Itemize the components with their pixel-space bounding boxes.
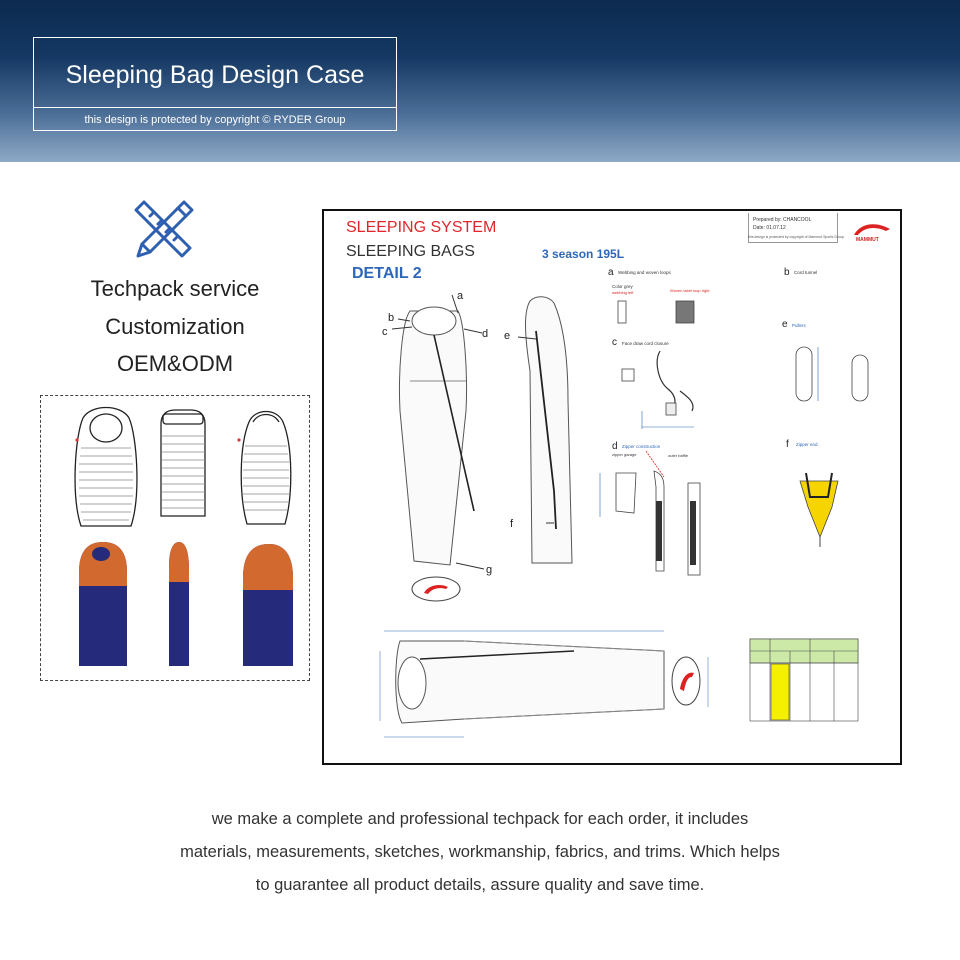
svg-text:Webbing and woven loops: Webbing and woven loops	[618, 270, 671, 275]
svg-text:a: a	[608, 267, 614, 278]
techpack-meta-box: Prepared by: CHANCOOL Date: 01.07.12	[748, 213, 838, 243]
callout-b: b	[388, 312, 394, 324]
title-box: Sleeping Bag Design Case this design is …	[33, 37, 397, 131]
service-customization: Customization	[105, 314, 245, 339]
section-a: a Webbing and woven loops Color grey web…	[608, 267, 710, 324]
bag-flat-layout	[379, 630, 709, 738]
bag-sketch-back	[237, 410, 292, 525]
ruler-pencil-icon	[134, 200, 194, 258]
bag-colored-back	[243, 544, 293, 666]
svg-text:Cord tunnel: Cord tunnel	[794, 270, 817, 275]
svg-text:Zipper end: Zipper end	[796, 442, 818, 447]
svg-text:Zipper construction: Zipper construction	[622, 444, 661, 449]
svg-text:Color grey: Color grey	[612, 284, 634, 289]
callout-e: e	[504, 330, 510, 342]
description-block: we make a complete and professional tech…	[80, 803, 880, 902]
svg-text:Face draw cord closure: Face draw cord closure	[622, 341, 669, 346]
brand-logo-text: MAMMUT	[856, 237, 879, 243]
callout-f: f	[510, 518, 514, 530]
bag-colored-front	[79, 542, 127, 666]
bag-end-view	[671, 656, 701, 706]
section-e: e Pullers	[782, 319, 869, 402]
bag-logo-tag	[411, 576, 461, 602]
svg-text:Woven label loop right: Woven label loop right	[670, 288, 710, 293]
section-c: c Face draw cord closure	[612, 337, 694, 429]
description-line-2: materials, measurements, sketches, workm…	[180, 843, 780, 861]
svg-text:outer baffle: outer baffle	[668, 453, 689, 458]
section-d: d Zipper construction zipper garage oute…	[599, 441, 701, 576]
bag-front-view	[391, 294, 485, 570]
service-techpack: Techpack service	[90, 276, 260, 301]
techpack-heading-bags: SLEEPING BAGS	[346, 243, 475, 260]
techpack-copyright: this design is protected by copyright of…	[748, 235, 844, 239]
techpack-drawings: a b c d e f g a Webbing and woven loops …	[379, 267, 869, 738]
description-line-3: to guarantee all product details, assure…	[255, 876, 705, 894]
svg-text:d: d	[612, 441, 618, 452]
bag-colored-side	[169, 542, 189, 666]
techpack-sheet: SLEEPING SYSTEM SLEEPING BAGS DETAIL 2 3…	[322, 209, 902, 765]
svg-text:zipper garage: zipper garage	[612, 452, 637, 457]
service-oem-odm: OEM&ODM	[116, 351, 234, 376]
spec-table	[749, 638, 859, 722]
techpack-heading-system: SLEEPING SYSTEM	[346, 219, 497, 236]
copyright-notice: this design is protected by copyright © …	[84, 114, 346, 126]
svg-text:f: f	[786, 439, 789, 450]
callout-d: d	[482, 328, 488, 340]
techpack-prepared-by: Prepared by: CHANCOOL	[753, 217, 812, 223]
section-b: b Cord tunnel	[784, 267, 817, 278]
svg-text:c: c	[612, 337, 617, 348]
svg-text:Pullers: Pullers	[792, 323, 807, 328]
callout-a: a	[457, 290, 464, 302]
callout-c: c	[382, 326, 388, 338]
description-line-1: we make a complete and professional tech…	[211, 810, 749, 828]
callout-g: g	[486, 564, 492, 576]
bag-sketch-side	[160, 409, 206, 517]
header-banner: Sleeping Bag Design Case this design is …	[0, 0, 960, 162]
svg-text:e: e	[782, 319, 788, 330]
svg-text:webbing left: webbing left	[612, 290, 634, 295]
section-f: f Zipper end	[786, 439, 839, 547]
techpack-season: 3 season 195L	[542, 247, 625, 261]
bag-sketch-front	[74, 406, 138, 527]
bag-side-view	[517, 296, 573, 564]
techpack-date: Date: 01.07.12	[753, 225, 786, 231]
brand-logo-icon	[854, 224, 890, 235]
sleeping-bag-sketches	[74, 406, 293, 666]
svg-text:b: b	[784, 267, 790, 278]
page-title: Sleeping Bag Design Case	[34, 38, 396, 108]
sketch-panel	[40, 395, 310, 681]
techpack-heading-detail: DETAIL 2	[352, 265, 422, 282]
